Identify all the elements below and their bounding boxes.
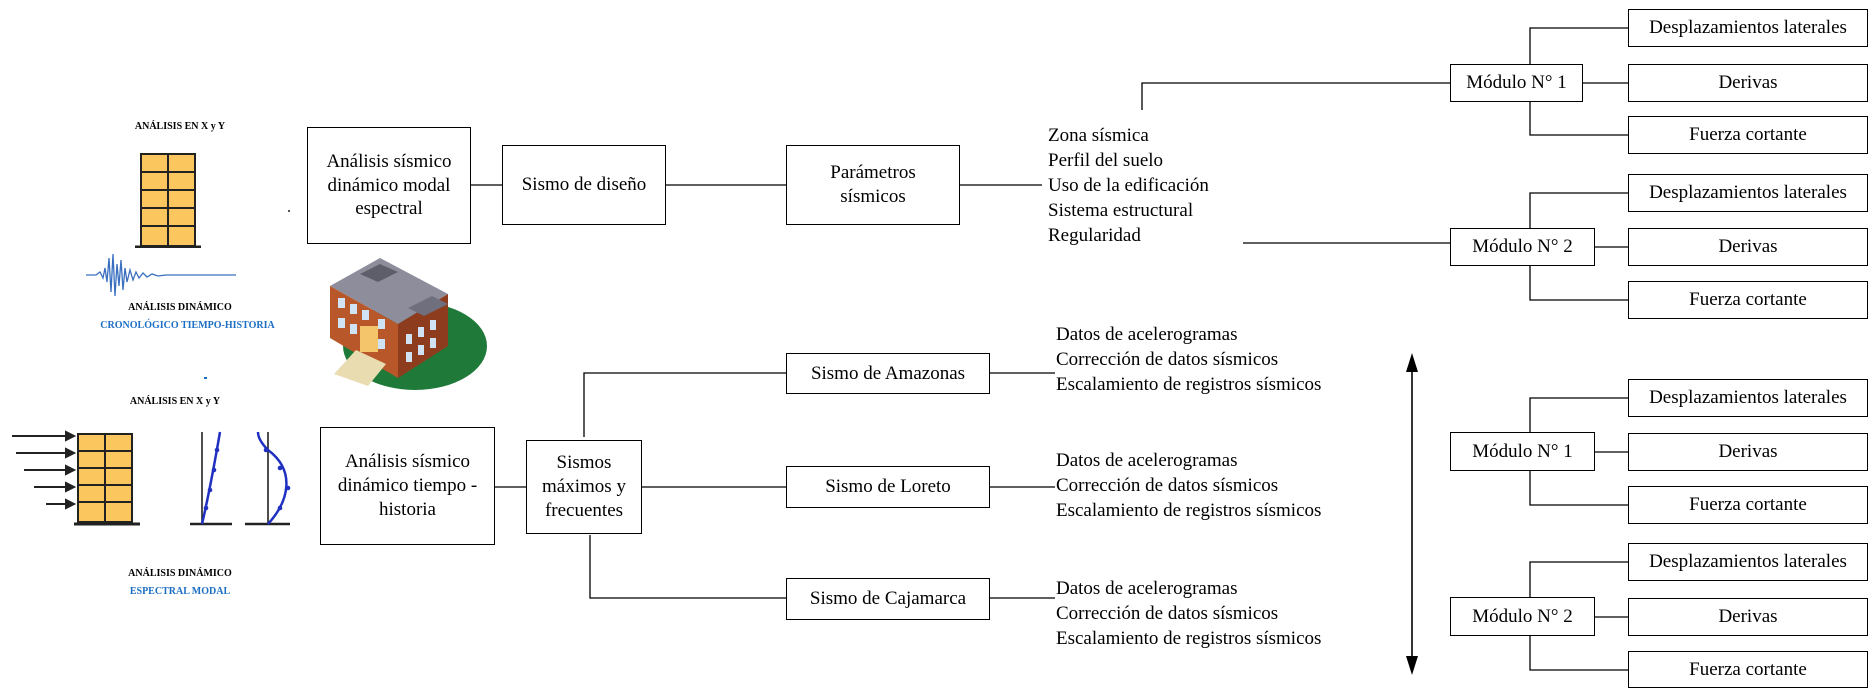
record-steps-loreto: Datos de acelerogramas Corrección de dat… [1056,448,1321,523]
mode-shapes-icon [190,431,291,526]
stray-mark [288,210,290,212]
parameter-item: Sistema estructural [1048,200,1194,222]
step-item: Corrección de datos sísmicos [1056,603,1279,625]
output-box: Fuerza cortante [1628,116,1868,154]
module-box: Módulo N° 2 [1450,597,1595,636]
time-history-method-box: Análisis sísmico dinámico tiempo - histo… [320,427,495,545]
step-item: Datos de acelerogramas [1056,324,1238,345]
output-box: Fuerza cortante [1628,651,1868,688]
output-box: Derivas [1628,433,1868,471]
top-caption-2: CRONOLÓGICO TIEMPO-HISTORIA [100,320,275,331]
record-box-loreto: Sismo de Loreto [786,466,990,508]
module-box: Módulo N° 2 [1450,228,1595,266]
top-caption-1: ANÁLISIS DINÁMICO [128,302,232,313]
accelerogram-icon [86,253,236,297]
max-frequent-earthquakes-box: Sismos máximos y frecuentes [526,440,642,534]
output-box: Derivas [1628,598,1868,636]
stray-mark [204,377,207,379]
step-item: Corrección de datos sísmicos [1056,475,1279,497]
modal-spectral-method-box: Análisis sísmico dinámico modal espectra… [307,127,471,244]
record-box-amazonas: Sismo de Amazonas [786,353,990,394]
step-item: Datos de acelerogramas [1056,578,1238,599]
output-box: Derivas [1628,228,1868,266]
parameter-item: Perfil del suelo [1048,150,1164,172]
module-box: Módulo N° 1 [1450,64,1583,102]
step-item: Escalamiento de registros sísmicos [1056,500,1322,522]
step-item: Escalamiento de registros sísmicos [1056,628,1322,650]
step-item: Escalamiento de registros sísmicos [1056,374,1322,396]
output-box: Desplazamientos laterales [1628,543,1868,581]
record-steps-amazonas: Datos de acelerogramas Corrección de dat… [1056,322,1321,397]
record-steps-cajamarca: Datos de acelerogramas Corrección de dat… [1056,576,1321,651]
building-icon [135,153,201,248]
output-box: Derivas [1628,64,1868,102]
module-box: Módulo N° 1 [1450,432,1595,471]
step-item: Corrección de datos sísmicos [1056,349,1279,371]
bottom-caption-1: ANÁLISIS DINÁMICO [128,568,232,579]
parameter-item: Regularidad [1048,225,1141,247]
bottom-heading: ANÁLISIS EN X y Y [129,396,221,407]
bottom-caption-2: ESPECTRAL MODAL [129,586,231,597]
output-box: Fuerza cortante [1628,281,1868,319]
record-box-cajamarca: Sismo de Cajamarca [786,578,990,620]
parameter-item: Uso de la edificación [1048,175,1209,197]
lateral-forces-icon [12,430,140,526]
output-box: Desplazamientos laterales [1628,379,1868,417]
output-box: Fuerza cortante [1628,486,1868,524]
seismic-parameters-box: Parámetros sísmicos [786,145,960,225]
output-box: Desplazamientos laterales [1628,174,1868,212]
seismic-parameter-list: Zona sísmica Perfil del suelo Uso de la … [1048,123,1209,248]
parameter-item: Zona sísmica [1048,125,1149,146]
output-box: Desplazamientos laterales [1628,9,1868,47]
school-building-icon [330,258,487,390]
design-earthquake-box: Sismo de diseño [502,145,666,225]
step-item: Datos de acelerogramas [1056,450,1238,471]
double-arrow [1406,353,1418,675]
top-heading: ANÁLISIS EN X y Y [134,121,226,132]
